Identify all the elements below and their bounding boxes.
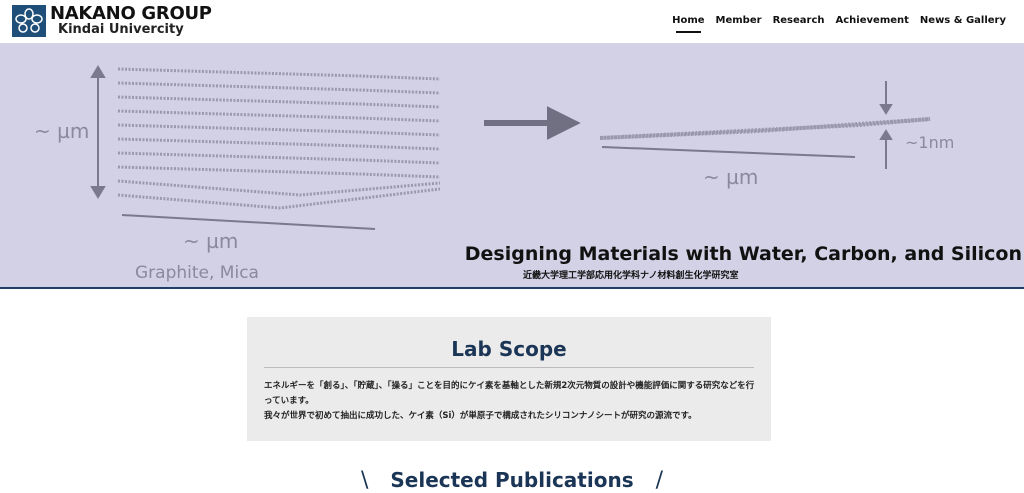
lab-scope-heading: Lab Scope <box>451 337 567 361</box>
label-um-horizontal: ~ µm <box>183 229 239 253</box>
label-um-vertical: ~ µm <box>34 119 90 143</box>
slash-decoration: / <box>655 468 664 493</box>
lab-scope-paragraph: 我々が世界で初めて抽出に成功した、ケイ素（Si）が単原子で構成されたシリコンナノ… <box>264 411 697 421</box>
lab-scope-section: Lab Scope エネルギーを「創る」、「貯蔵」、「操る」ことを目的にケイ素を… <box>247 317 771 441</box>
site-header: NAKANO GROUP Kindai Univercity Home Memb… <box>0 0 1024 43</box>
hero-subtitle: 近畿大学理工学部応用化学科ナノ材料創生化学研究室 <box>523 271 739 281</box>
label-material: Graphite, Mica <box>135 263 259 283</box>
flower-logo-icon[interactable] <box>12 5 46 37</box>
nav-news-gallery[interactable]: News & Gallery <box>919 15 1006 26</box>
layered-material-illustration <box>90 65 931 230</box>
label-1nm: ~1nm <box>905 133 955 152</box>
label-um-sheet: ~ µm <box>703 165 759 189</box>
lab-scope-text: エネルギーを「創る」、「貯蔵」、「操る」ことを目的にケイ素を基軸とした新規2次元… <box>264 379 761 424</box>
brand-title[interactable]: NAKANO GROUP <box>50 3 212 24</box>
publications-heading: Selected Publications <box>390 468 634 492</box>
nav-research[interactable]: Research <box>772 15 825 26</box>
lab-scope-paragraph: エネルギーを「創る」、「貯蔵」、「操る」ことを目的にケイ素を基軸とした新規2次元… <box>264 381 755 406</box>
publications-heading-wrap: \ Selected Publications / <box>0 468 1024 493</box>
divider <box>264 367 754 368</box>
slash-decoration: \ <box>360 468 369 493</box>
nav-achievement[interactable]: Achievement <box>835 15 909 26</box>
brand-subtitle: Kindai Univercity <box>58 22 184 37</box>
hero-banner: ~ µm ~ µm Graphite, Mica ~ µm ~1nm Desig… <box>0 43 1024 289</box>
hero-title: Designing Materials with Water, Carbon, … <box>464 243 1022 265</box>
main-nav: Home Member Research Achievement News & … <box>672 15 1006 33</box>
nav-home[interactable]: Home <box>672 15 705 33</box>
nav-member[interactable]: Member <box>715 15 762 26</box>
